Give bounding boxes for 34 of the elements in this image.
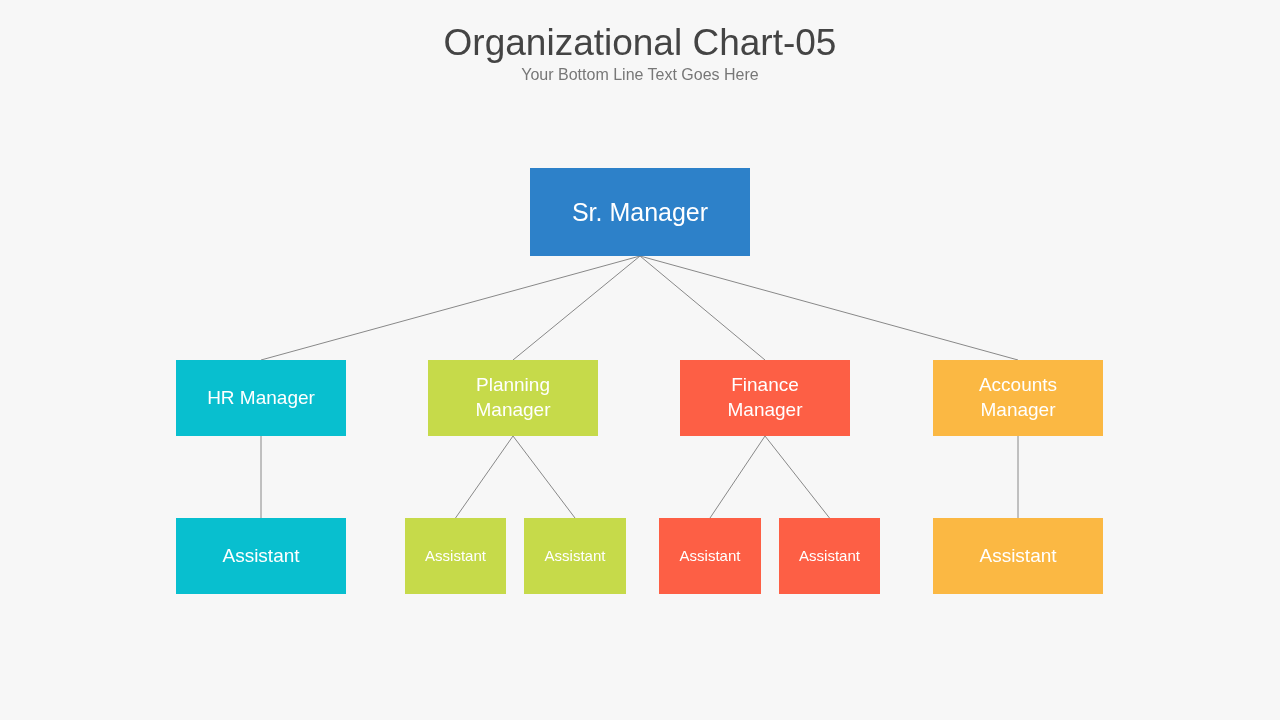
role-label: Assistant — [544, 546, 606, 566]
role-box — [659, 518, 761, 594]
connector-line — [709, 435, 766, 519]
connector-line — [260, 255, 641, 361]
role-label: Sr. Manager — [571, 196, 709, 228]
role-label: Assistant — [679, 546, 741, 566]
role-box — [405, 518, 506, 594]
connector-line — [260, 435, 262, 519]
role-box — [779, 518, 880, 594]
role-label: HR Manager — [207, 385, 315, 410]
connector-line — [512, 435, 576, 519]
role-label: Planning Manager — [474, 373, 552, 422]
role-label: Finance Manager — [726, 373, 804, 422]
role-label: Accounts Manager — [977, 373, 1059, 422]
connector-line — [455, 435, 514, 519]
role-label: Assistant — [799, 546, 860, 566]
role-label: Assistant — [222, 543, 300, 568]
connector-line — [639, 255, 766, 361]
role-label: Assistant — [425, 546, 486, 566]
subtitle: Your Bottom Line Text Goes Here — [520, 66, 760, 84]
role-box — [680, 360, 850, 436]
connector-line — [512, 255, 641, 361]
role-box — [176, 518, 346, 594]
role-box — [524, 518, 626, 594]
role-label: Assistant — [979, 543, 1057, 568]
role-box — [933, 360, 1103, 436]
connector-line — [639, 255, 1019, 361]
role-box — [428, 360, 598, 436]
role-box — [176, 360, 346, 436]
manager-box — [530, 168, 750, 256]
role-box — [933, 518, 1103, 594]
connector-line — [1017, 435, 1019, 519]
connector-line — [764, 435, 830, 519]
chart-title: Organizational Chart-05 — [442, 22, 838, 64]
